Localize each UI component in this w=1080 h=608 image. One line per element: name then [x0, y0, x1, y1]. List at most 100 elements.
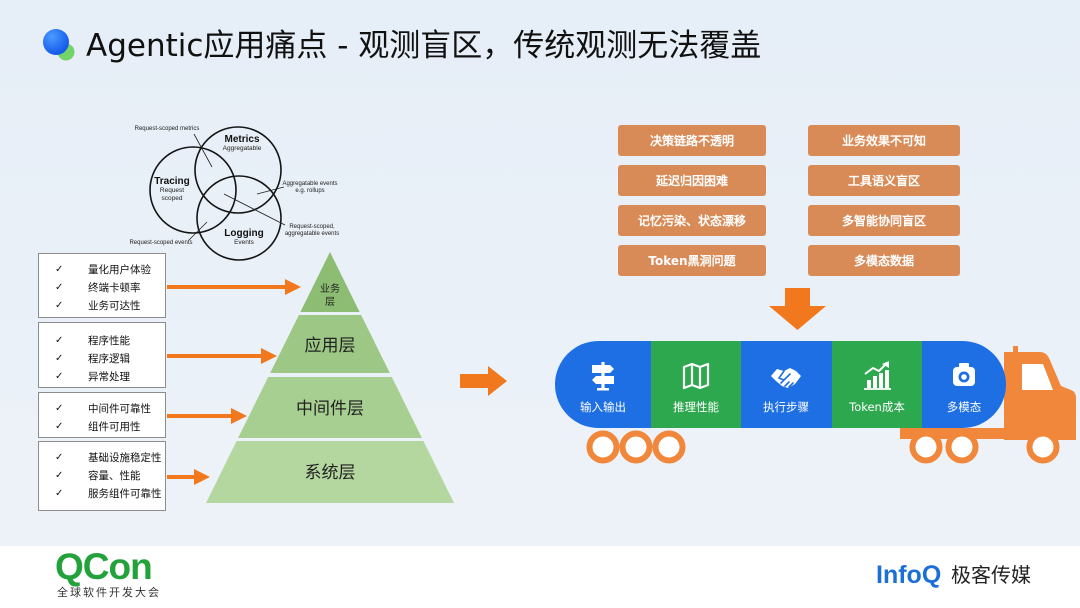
pyramid-layer-system	[206, 441, 454, 503]
list-item-label: 中间件可靠性	[88, 402, 151, 415]
tank-label-token-cost: Token成本	[848, 400, 905, 414]
wheel-icon	[909, 430, 943, 464]
callout-line-metrics-tracing	[193, 133, 213, 168]
check-icon: ✓	[55, 352, 64, 364]
venn-diagram: Metrics Aggregatable Tracing Request sco…	[129, 126, 339, 261]
pyramid-label-middleware: 中间件层	[296, 399, 364, 419]
pyramid-layer-middleware	[238, 377, 422, 438]
tracing-subtitle-line-1: Request	[160, 187, 184, 194]
metrics-subtitle: Aggregatable	[223, 145, 262, 152]
list-item-label: 异常处理	[88, 370, 130, 383]
callout-metrics-tracing: Request-scoped metrics	[135, 126, 200, 132]
pyramid-layer-application	[270, 315, 390, 373]
arrow-to-middleware-layer	[167, 408, 247, 424]
infoq-logo: InfoQ	[876, 561, 942, 589]
checklist-business: ✓ 量化用户体验 ✓ 终端卡顿率 ✓业务可达性	[38, 253, 166, 318]
metrics-title: Metrics	[224, 134, 259, 145]
geekbang-media-text: 极客传媒	[951, 563, 1031, 587]
pain-point-multimodal-data: 多模态数据	[808, 245, 960, 276]
list-item-label: 容量、性能	[88, 469, 141, 482]
list-item-label: 程序性能	[88, 334, 130, 347]
pain-point-memory-pollution: 记忆污染、状态漂移	[618, 205, 766, 236]
pain-point-multi-agent: 多智能协同盲区	[808, 205, 960, 236]
callout-line-tracing-logging	[188, 221, 208, 241]
check-icon: ✓	[55, 469, 64, 481]
tank-segment-2	[651, 341, 742, 428]
camera-icon	[953, 363, 975, 386]
list-item: ✓ 程序逻辑	[39, 350, 165, 368]
list-item: ✓ 基础设施稳定性	[39, 449, 165, 467]
list-item: ✓ 终端卡顿率	[39, 279, 165, 297]
tracing-circle	[149, 146, 237, 234]
pain-point-business-effect: 业务效果不可知	[808, 125, 960, 156]
pyramid-layer-business	[300, 252, 360, 312]
callout-all-three-line-2: aggregatable events	[285, 231, 339, 237]
footer	[0, 546, 1080, 608]
list-item-label: 量化用户体验	[88, 264, 151, 276]
list-item: ✓ 组件可用性	[39, 418, 165, 436]
wheel-icon	[586, 430, 620, 464]
callout-tracing-logging: Request-scoped events	[129, 240, 192, 246]
list-item-label: 组件可用性	[88, 420, 141, 433]
check-icon: ✓	[55, 334, 64, 346]
pain-point-latency-attribution: 延迟归因困难	[618, 165, 766, 196]
list-item-label: 程序逻辑	[88, 352, 130, 365]
bubble-dots-icon	[40, 27, 78, 65]
layer-pyramid: 业务 层 应用层 中间件层 系统层	[206, 252, 454, 503]
list-item: ✓ 量化用户体验	[39, 261, 165, 279]
metrics-circle	[194, 126, 282, 214]
list-item-label: 终端卡顿率	[88, 282, 141, 294]
pyramid-label-business-line-2: 层	[325, 296, 335, 308]
qcon-tagline: 全球软件开发大会	[57, 586, 161, 599]
check-icon: ✓	[55, 282, 64, 293]
pain-point-token-black-hole: Token黑洞问题	[618, 245, 766, 276]
callout-line-all-three	[223, 193, 286, 226]
check-icon: ✓	[55, 300, 64, 311]
transition-arrow-down	[769, 288, 826, 330]
arrow-to-system-layer	[167, 469, 210, 485]
pyramid-label-business-line-1: 业务	[320, 282, 340, 295]
checklist-application: ✓ 程序性能 ✓ 程序逻辑 ✓异常处理	[38, 322, 166, 388]
chart-icon	[864, 361, 891, 390]
callout-metrics-logging-line-2: e.g. rollups	[295, 188, 324, 194]
check-icon: ✓	[55, 402, 64, 414]
check-icon: ✓	[55, 451, 64, 463]
callout-all-three-line-1: Request-scoped,	[289, 224, 335, 230]
pyramid-label-system: 系统层	[305, 463, 356, 483]
arrow-to-application-layer	[167, 348, 277, 364]
list-item: ✓ 服务组件可靠性	[39, 485, 165, 503]
wheel-icon	[1026, 430, 1060, 464]
check-icon: ✓	[55, 420, 64, 432]
list-item: ✓异常处理	[39, 368, 165, 386]
wheel-icon	[619, 430, 653, 464]
list-item: ✓ 容量、性能	[39, 467, 165, 485]
pyramid-label-application: 应用层	[305, 336, 356, 356]
list-item: ✓ 程序性能	[39, 332, 165, 350]
slide-title: Agentic应用痛点 - 观测盲区，传统观测无法覆盖	[86, 28, 762, 64]
truck-chassis	[900, 428, 1076, 439]
tank-segment-4	[832, 341, 923, 428]
list-item: ✓业务可达性	[39, 297, 165, 315]
pain-point-decision-chain: 决策链路不透明	[618, 125, 766, 156]
list-item-label: 服务组件可靠性	[88, 487, 162, 500]
truck: 输入输出 推理性能 执行步骤 Token成本 多模态	[555, 341, 1076, 464]
signpost-icon	[592, 362, 614, 391]
qcon-logo: QCon	[55, 546, 153, 587]
handshake-icon	[771, 368, 801, 388]
checklist-arrows	[167, 279, 301, 485]
check-icon: ✓	[55, 264, 64, 275]
wheel-icon	[945, 430, 979, 464]
tank-label-input-output: 输入输出	[580, 400, 626, 414]
tracing-subtitle-line-2: scoped	[162, 195, 183, 202]
tracing-title: Tracing	[154, 176, 190, 187]
pain-point-tool-semantics: 工具语义盲区	[808, 165, 960, 196]
list-item: ✓ 中间件可靠性	[39, 400, 165, 418]
logging-circle	[196, 175, 282, 261]
wheel-icon	[652, 430, 686, 464]
list-item-label: 基础设施稳定性	[88, 451, 162, 464]
arrow-to-business-layer	[167, 279, 301, 295]
tank-label-multimodal: 多模态	[947, 400, 982, 414]
check-icon: ✓	[55, 487, 64, 499]
